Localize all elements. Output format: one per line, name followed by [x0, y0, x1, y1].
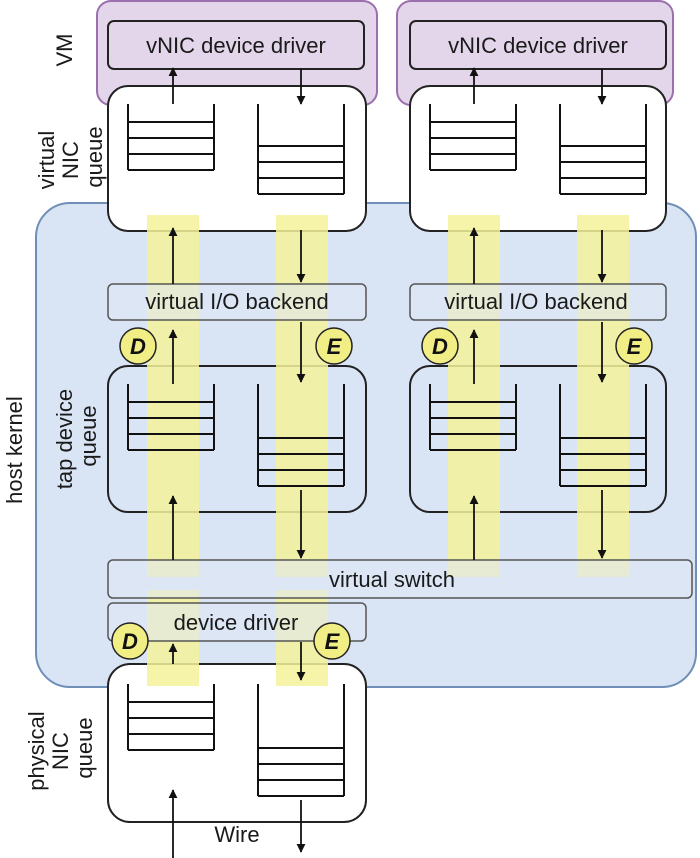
svg-text:D: D [122, 629, 138, 654]
physical-nic-queue-line-1: physical [24, 711, 49, 790]
virtual-nic-queue-line-3: queue [82, 126, 107, 187]
tap-device-queue-line-1: tap device [52, 389, 77, 489]
device-driver-box [107, 602, 367, 642]
enqueue-badge-top-left: E [315, 327, 353, 365]
vnic-driver-box-left [107, 20, 365, 70]
vnic-rx-queue-left [127, 104, 215, 171]
vnic-driver-box-right [409, 20, 667, 70]
virtual-switch-label: virtual switch [329, 567, 455, 592]
dequeue-badge-bottom: D [111, 622, 149, 660]
dequeue-badge-top-right: D [421, 327, 459, 365]
tap-tx-queue-left [257, 384, 345, 487]
phys-rx-queue [127, 684, 215, 751]
virtual-nic-queue-line-1: virtual [34, 131, 59, 190]
tap-tx-queue-right [559, 384, 647, 487]
virtio-backend-label-right: virtual I/O backend [444, 289, 627, 314]
host-kernel-label: host kernel [2, 396, 27, 504]
tap-device-queue-label: tap device queue [52, 383, 101, 489]
tap-device-queue-line-2: queue [76, 405, 101, 466]
tap-rx-queue-right [429, 384, 517, 451]
virtual-nic-queue-line-2: NIC [58, 141, 83, 179]
vnic-driver-label-left: vNIC device driver [146, 33, 326, 58]
phys-tx-queue [257, 684, 345, 797]
svg-text:D: D [432, 334, 448, 359]
physical-nic-queue-line-2: NIC [48, 732, 73, 770]
vnic-tx-queue-left [257, 104, 345, 195]
device-driver-label: device driver [174, 610, 299, 635]
virtual-nic-queue-box-left [107, 85, 367, 232]
tap-queue-box-left [107, 365, 367, 513]
flow-arrows [168, 67, 607, 858]
virtual-nic-queue-box-right [409, 85, 667, 232]
vm-label: VM [52, 34, 77, 67]
dequeue-badge-top-left: D [119, 327, 157, 365]
svg-text:E: E [327, 334, 343, 359]
virtio-backend-box-right [409, 283, 667, 321]
vnic-driver-label-right: vNIC device driver [448, 33, 628, 58]
physical-nic-queue-line-3: queue [72, 717, 97, 778]
physical-nic-queue-label: physical NIC queue [24, 705, 97, 791]
svg-text:E: E [627, 334, 643, 359]
enqueue-badge-bottom: E [313, 622, 351, 660]
svg-text:E: E [325, 629, 341, 654]
virtual-nic-queue-label: virtual NIC queue [34, 125, 107, 190]
physical-nic-queue-box [107, 663, 367, 823]
vnic-tx-queue-right [559, 104, 647, 195]
wire-label: Wire [214, 822, 259, 847]
enqueue-badge-top-right: E [615, 327, 653, 365]
virtio-backend-label-left: virtual I/O backend [145, 289, 328, 314]
virtual-switch-box [107, 559, 693, 599]
svg-text:D: D [130, 334, 146, 359]
vnic-rx-queue-right [429, 104, 517, 171]
tap-rx-queue-left [127, 384, 215, 451]
virtio-backend-box-left [107, 283, 367, 321]
tap-queue-box-right [409, 365, 667, 513]
queue-stacks [127, 104, 647, 797]
